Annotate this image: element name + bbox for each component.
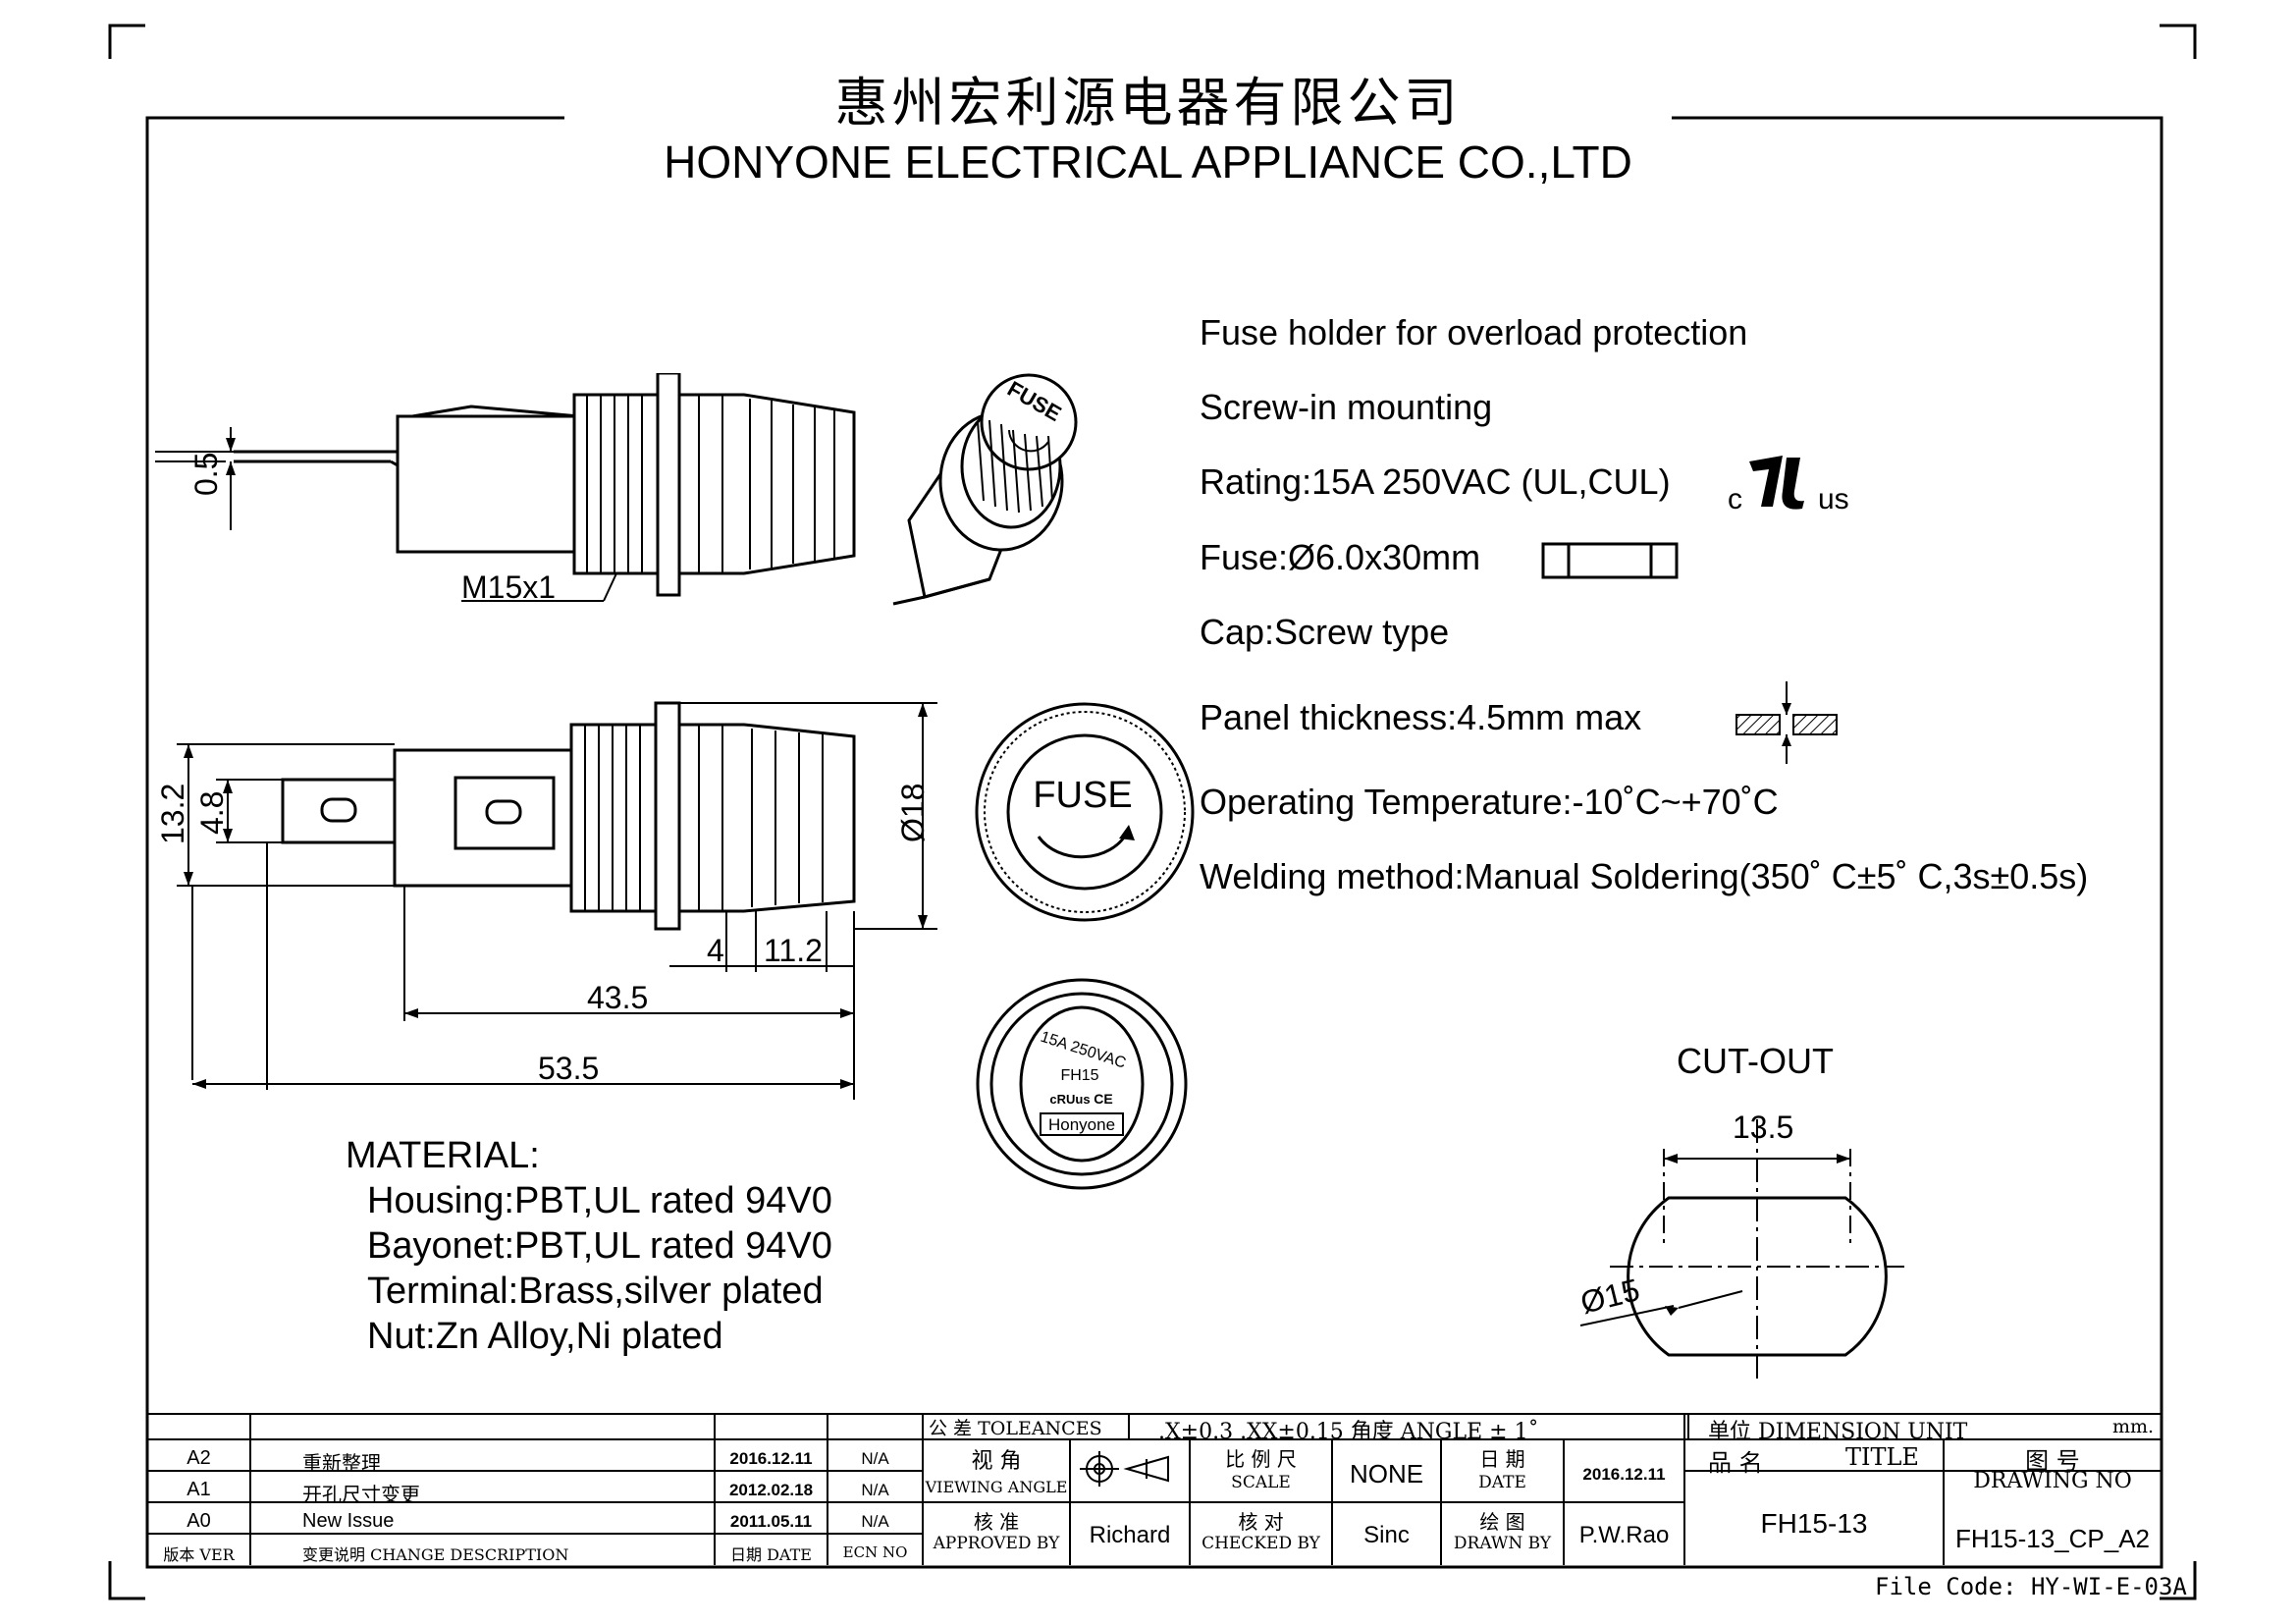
dim-terminal-thickness: 0.5 bbox=[188, 452, 224, 496]
side-view-drawing bbox=[155, 373, 856, 602]
rev-ecn: N/A bbox=[861, 1512, 889, 1531]
dim-body-length: 43.5 bbox=[587, 980, 649, 1015]
dim-cap-length: 11.2 bbox=[764, 933, 823, 968]
cap-front-label: FUSE bbox=[1033, 775, 1132, 816]
date-cn: 日 期 bbox=[1479, 1447, 1525, 1471]
viewing-angle-cn: 视 角 bbox=[971, 1449, 1022, 1474]
tolerances-value: .X±0.3 .XX±0.15 角度 ANGLE ± 1˚ bbox=[1158, 1420, 1539, 1444]
title-label-en: TITLE bbox=[1845, 1443, 1919, 1471]
unit-value: mm. bbox=[2112, 1416, 2155, 1437]
drawn-en: DRAWN BY bbox=[1453, 1534, 1552, 1553]
date-en: DATE bbox=[1478, 1473, 1526, 1492]
rev-date: 2011.05.11 bbox=[729, 1512, 813, 1531]
dim-panel-gap: 4 bbox=[707, 933, 724, 968]
material-heading: MATERIAL: bbox=[346, 1135, 540, 1176]
scale-value: NONE bbox=[1349, 1459, 1424, 1489]
panel-thickness-icon bbox=[1735, 681, 1838, 764]
rev-ecn: N/A bbox=[861, 1481, 889, 1499]
file-code: File Code: HY-WI-E-03A bbox=[1875, 1573, 2187, 1600]
perspective-view-drawing: FUSE bbox=[892, 373, 1078, 606]
drawn-value: P.W.Rao bbox=[1578, 1522, 1670, 1548]
drawing-no-value: FH15-13_CP_A2 bbox=[1955, 1524, 2150, 1553]
viewing-angle-en: VIEWING ANGLE bbox=[925, 1478, 1068, 1496]
spec-panel-thickness: Panel thickness:4.5mm max bbox=[1200, 697, 1642, 737]
cap-front-view: FUSE bbox=[975, 702, 1195, 922]
company-name-cn: 惠州宏利源电器有限公司 bbox=[834, 72, 1462, 134]
drawing-no-cn: 图 号 bbox=[2025, 1447, 2080, 1475]
cap-brand-text: Honyone bbox=[1048, 1115, 1115, 1134]
rev-date: 2012.02.18 bbox=[728, 1481, 814, 1499]
material-bayonet: Bayonet:PBT,UL rated 94V0 bbox=[367, 1225, 832, 1267]
material-housing: Housing:PBT,UL rated 94V0 bbox=[367, 1180, 832, 1221]
cutout-title: CUT-OUT bbox=[1677, 1041, 1834, 1081]
ul-certification-mark: c us bbox=[1728, 452, 1865, 520]
cutout-width: 13.5 bbox=[1733, 1110, 1794, 1145]
spec-operating-temp: Operating Temperature:-10˚C~+70˚C bbox=[1200, 782, 1779, 822]
col-ver: 版本 VER bbox=[163, 1545, 235, 1564]
rev-ver: A0 bbox=[187, 1510, 211, 1532]
dim-height-total: 13.2 bbox=[155, 783, 190, 844]
rev-ver: A2 bbox=[187, 1447, 211, 1469]
drawing-no-en: DRAWING NO bbox=[1973, 1469, 2132, 1493]
tolerances-label: 公 差 TOLEANCES bbox=[929, 1418, 1102, 1439]
company-name-en: HONYONE ELECTRICAL APPLIANCE CO.,LTD bbox=[664, 136, 1632, 188]
scale-cn: 比 例 尺 bbox=[1225, 1447, 1297, 1471]
checked-cn: 核 对 bbox=[1238, 1510, 1284, 1534]
title-label-cn: 品 名 bbox=[1708, 1449, 1763, 1477]
checked-en: CHECKED BY bbox=[1201, 1534, 1320, 1553]
spec-mounting: Screw-in mounting bbox=[1200, 387, 1493, 427]
cap-model-text: FH15 bbox=[1060, 1067, 1098, 1084]
material-nut: Nut:Zn Alloy,Ni plated bbox=[367, 1316, 723, 1357]
title-block-grid bbox=[147, 1413, 2162, 1565]
dim-diameter-cap: Ø18 bbox=[895, 783, 931, 842]
dim-height-terminal: 4.8 bbox=[194, 790, 230, 835]
approved-value: Richard bbox=[1089, 1522, 1171, 1548]
ul-mark-c: c bbox=[1728, 483, 1742, 515]
cap-marking-view: 15A 250VAC FH15 cRUus CE Honyone bbox=[976, 978, 1188, 1190]
spec-rating: Rating:15A 250VAC (UL,CUL) bbox=[1200, 461, 1671, 502]
rev-desc: New Issue bbox=[302, 1510, 395, 1532]
spec-cap: Cap:Screw type bbox=[1200, 612, 1450, 652]
date-value: 2016.12.11 bbox=[1582, 1465, 1666, 1484]
spec-welding: Welding method:Manual Soldering(350˚ C±5… bbox=[1200, 856, 2089, 896]
title-value: FH15-13 bbox=[1760, 1508, 1868, 1539]
cutout-drawing bbox=[1579, 1119, 1904, 1384]
approved-cn: 核 准 bbox=[973, 1510, 1020, 1534]
fuse-cartridge-icon bbox=[1541, 542, 1679, 579]
checked-value: Sinc bbox=[1363, 1522, 1410, 1548]
cap-rating-text: 15A 250VAC bbox=[1039, 1029, 1128, 1072]
cap-ce-mark: CE bbox=[1094, 1091, 1112, 1107]
col-ecn: ECN NO bbox=[842, 1543, 908, 1561]
rev-ver: A1 bbox=[187, 1479, 211, 1500]
unit-label: 单位 DIMENSION UNIT bbox=[1708, 1420, 1968, 1444]
dimensioned-side-view bbox=[177, 701, 937, 1100]
approved-en: APPROVED BY bbox=[933, 1534, 1060, 1553]
cap-ul-mark: cRUus bbox=[1049, 1092, 1090, 1107]
rev-ecn: N/A bbox=[861, 1449, 889, 1468]
rev-desc: 开孔尺寸变更 bbox=[302, 1485, 420, 1506]
scale-en: SCALE bbox=[1231, 1473, 1291, 1492]
spec-fuse: Fuse:Ø6.0x30mm bbox=[1200, 537, 1481, 577]
rev-date: 2016.12.11 bbox=[729, 1449, 813, 1468]
col-desc: 变更说明 CHANGE DESCRIPTION bbox=[302, 1545, 569, 1564]
ul-logo-icon bbox=[1749, 456, 1804, 510]
spec-purpose: Fuse holder for overload protection bbox=[1200, 312, 1748, 352]
drawn-cn: 绘 图 bbox=[1479, 1510, 1525, 1534]
rev-desc: 重新整理 bbox=[302, 1453, 381, 1475]
dim-thread: M15x1 bbox=[461, 569, 557, 605]
dim-overall-length: 53.5 bbox=[538, 1051, 600, 1086]
material-terminal: Terminal:Brass,silver plated bbox=[367, 1271, 824, 1312]
col-date: 日期 DATE bbox=[730, 1545, 812, 1564]
ul-mark-us: us bbox=[1818, 483, 1849, 515]
